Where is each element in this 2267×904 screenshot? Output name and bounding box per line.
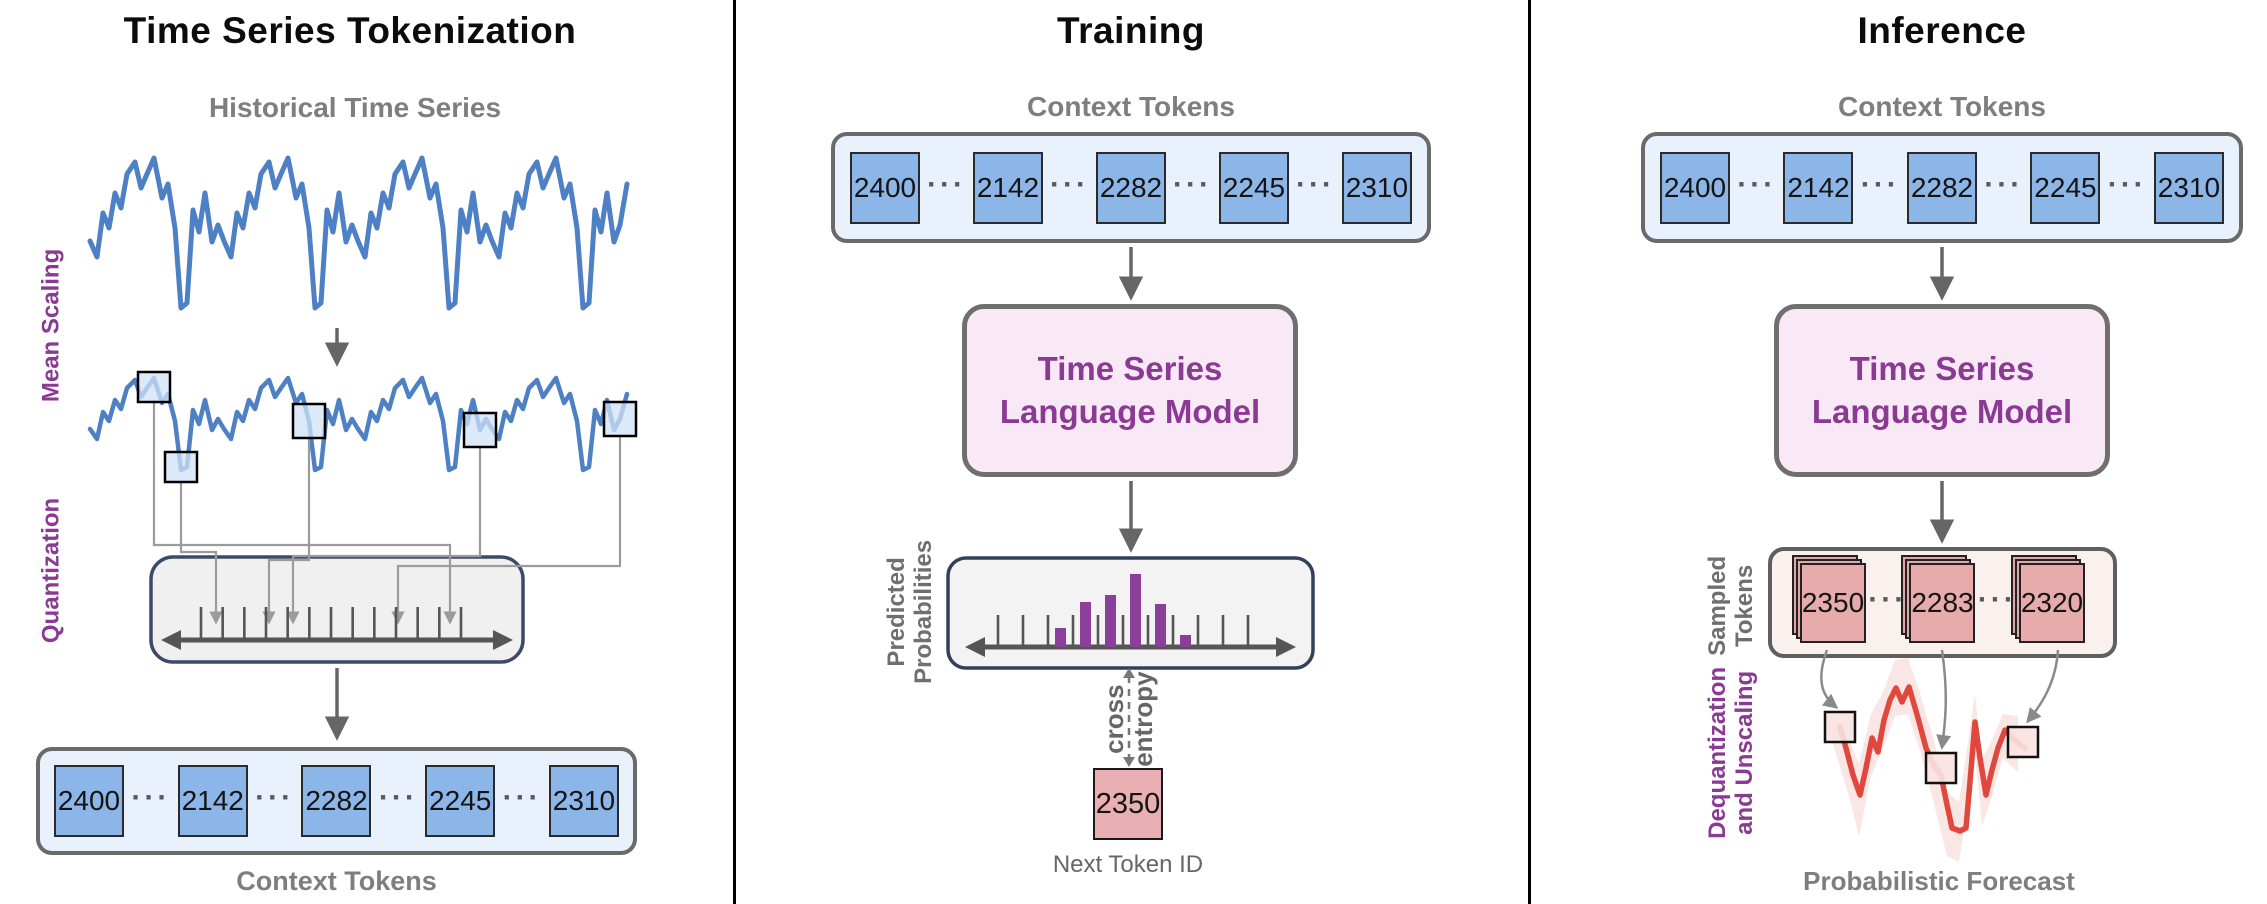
cross-entropy-label: cross entropy <box>1098 671 1158 767</box>
panel-title: Inference <box>1857 10 2027 51</box>
model-label-line2: Language Model <box>1811 392 2073 430</box>
context-token: 2142 <box>972 151 1043 224</box>
model-label-line1: Time Series <box>1849 349 2035 387</box>
context-tokens-container: 2400 ··· 2142 ··· 2282 ··· 2245 ··· 2310 <box>831 132 1431 243</box>
ellipsis: ··· <box>1737 167 1777 201</box>
context-tokens-container: 2400 ··· 2142 ··· 2282 ··· 2245 ··· 2310 <box>1641 132 2243 243</box>
context-token: 2310 <box>2153 151 2224 224</box>
panel-title: Training <box>1057 10 1205 51</box>
ellipsis: ··· <box>1984 167 2024 201</box>
probability-ticks <box>996 615 1250 647</box>
panel-divider-1 <box>733 0 736 904</box>
next-token-caption: Next Token ID <box>1052 851 1204 878</box>
context-token: 2310 <box>548 765 619 837</box>
ellipsis: ··· <box>131 781 171 814</box>
dequantization-label: Dequantization and Unscaling <box>1704 666 1758 839</box>
historical-series-line <box>87 155 630 311</box>
context-token: 2245 <box>425 765 496 837</box>
context-token: 2310 <box>1341 151 1412 224</box>
panel-training: Training Context Tokens 2400 ··· 2142 ··… <box>733 0 1528 904</box>
panel-title: Time Series Tokenization <box>123 10 577 51</box>
forecast-confidence-band <box>1833 658 2018 862</box>
sample-to-forecast-arrows <box>1820 649 2060 750</box>
historical-series-label: Historical Time Series <box>208 92 502 123</box>
predicted-probabilities-box <box>946 556 1315 670</box>
sampled-tokens-label: Sampled Tokens <box>1704 555 1758 656</box>
probability-axis-right-arrowhead <box>1276 637 1296 657</box>
context-token: 2282 <box>1095 151 1166 224</box>
predicted-probabilities-label: Predicted Probabilities <box>883 539 937 684</box>
context-token: 2400 <box>1660 151 1730 224</box>
sample-highlight-squares <box>136 370 638 484</box>
quantization-label: Quantization <box>37 497 65 644</box>
model-label-line1: Time Series <box>1037 349 1223 387</box>
ellipsis: ··· <box>502 781 542 814</box>
context-token: 2282 <box>301 765 372 837</box>
quantization-box <box>149 555 525 664</box>
ellipsis: ··· <box>378 781 418 814</box>
ellipsis: ··· <box>1172 167 1212 201</box>
context-token: 2142 <box>177 765 248 837</box>
ellipsis: ··· <box>1868 582 1908 616</box>
next-token-box: 2350 <box>1093 768 1163 840</box>
context-token: 2282 <box>1906 151 1977 224</box>
model-label-line2: Language Model <box>999 392 1261 430</box>
mean-scaling-label: Mean Scaling <box>37 248 65 403</box>
ellipsis: ··· <box>255 781 295 814</box>
context-tokens-heading: Context Tokens <box>1027 91 1235 122</box>
ellipsis: ··· <box>1049 167 1089 201</box>
probabilistic-forecast-caption: Probabilistic Forecast <box>1803 866 2075 896</box>
context-token: 2245 <box>1218 151 1289 224</box>
context-token: 2245 <box>2030 151 2101 224</box>
quantization-ticks <box>199 607 463 640</box>
ellipsis: ··· <box>1977 582 2017 616</box>
probabilistic-forecast-line <box>1837 684 2028 834</box>
number-line-left-arrowhead <box>161 630 181 650</box>
sampled-token: 2283 <box>1909 562 1976 643</box>
sampled-token-stack: 2283 <box>1901 554 1976 643</box>
quantization-connectors <box>152 400 622 625</box>
sampled-token: 2350 <box>1800 562 1866 643</box>
sampled-token-stack: 2320 <box>2010 554 2085 643</box>
dequantized-sample-squares <box>1823 710 2040 785</box>
ellipsis: ··· <box>927 167 966 201</box>
ellipsis: ··· <box>2107 167 2147 201</box>
sampled-token-stack: 2350 <box>1792 554 1866 643</box>
context-token: 2142 <box>1783 151 1854 224</box>
ellipsis: ··· <box>1295 167 1335 201</box>
time-series-language-model-box: Time Series Language Model <box>1774 304 2110 477</box>
context-token: 2400 <box>54 765 124 837</box>
panel-tokenization: Time Series Tokenization Historical Time… <box>0 0 733 904</box>
probability-axis-left-arrowhead <box>965 637 985 657</box>
panel-divider-2 <box>1528 0 1531 904</box>
context-token: 2400 <box>850 151 920 224</box>
probability-bars <box>1055 574 1191 647</box>
context-tokens-heading: Context Tokens <box>1838 91 2046 122</box>
time-series-language-model-box: Time Series Language Model <box>962 304 1298 477</box>
ellipsis: ··· <box>1860 167 1900 201</box>
panel-inference: Inference Context Tokens 2400 ··· 2142 ·… <box>1528 0 2267 904</box>
sampled-token: 2320 <box>2018 562 2085 643</box>
scaled-series-line <box>87 375 630 473</box>
context-tokens-caption: Context Tokens <box>236 866 437 896</box>
number-line-right-arrowhead <box>493 630 513 650</box>
sampled-tokens-container: 2350 ··· 2283 ··· 2320 <box>1768 547 2117 658</box>
context-tokens-container: 2400 ··· 2142 ··· 2282 ··· 2245 ··· 2310 <box>36 747 637 855</box>
